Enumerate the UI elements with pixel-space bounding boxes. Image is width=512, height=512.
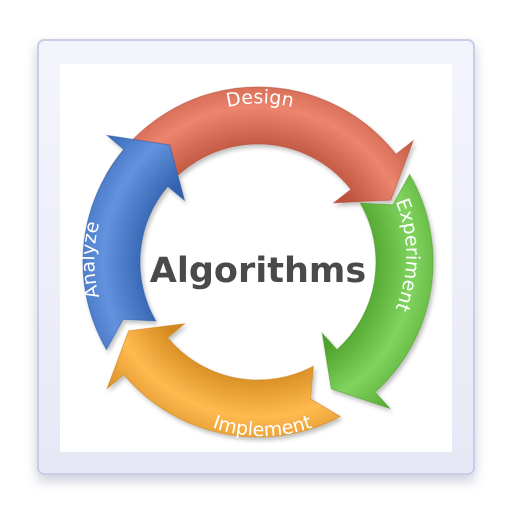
cycle-arrow-experiment bbox=[321, 173, 434, 410]
cycle-arrow-design bbox=[105, 86, 415, 205]
stage-label-design: Design bbox=[224, 86, 296, 112]
cycle-arrow-implement bbox=[105, 322, 342, 438]
center-title: Algorithms bbox=[150, 251, 366, 291]
cycle-arrow-analyze bbox=[82, 134, 186, 351]
